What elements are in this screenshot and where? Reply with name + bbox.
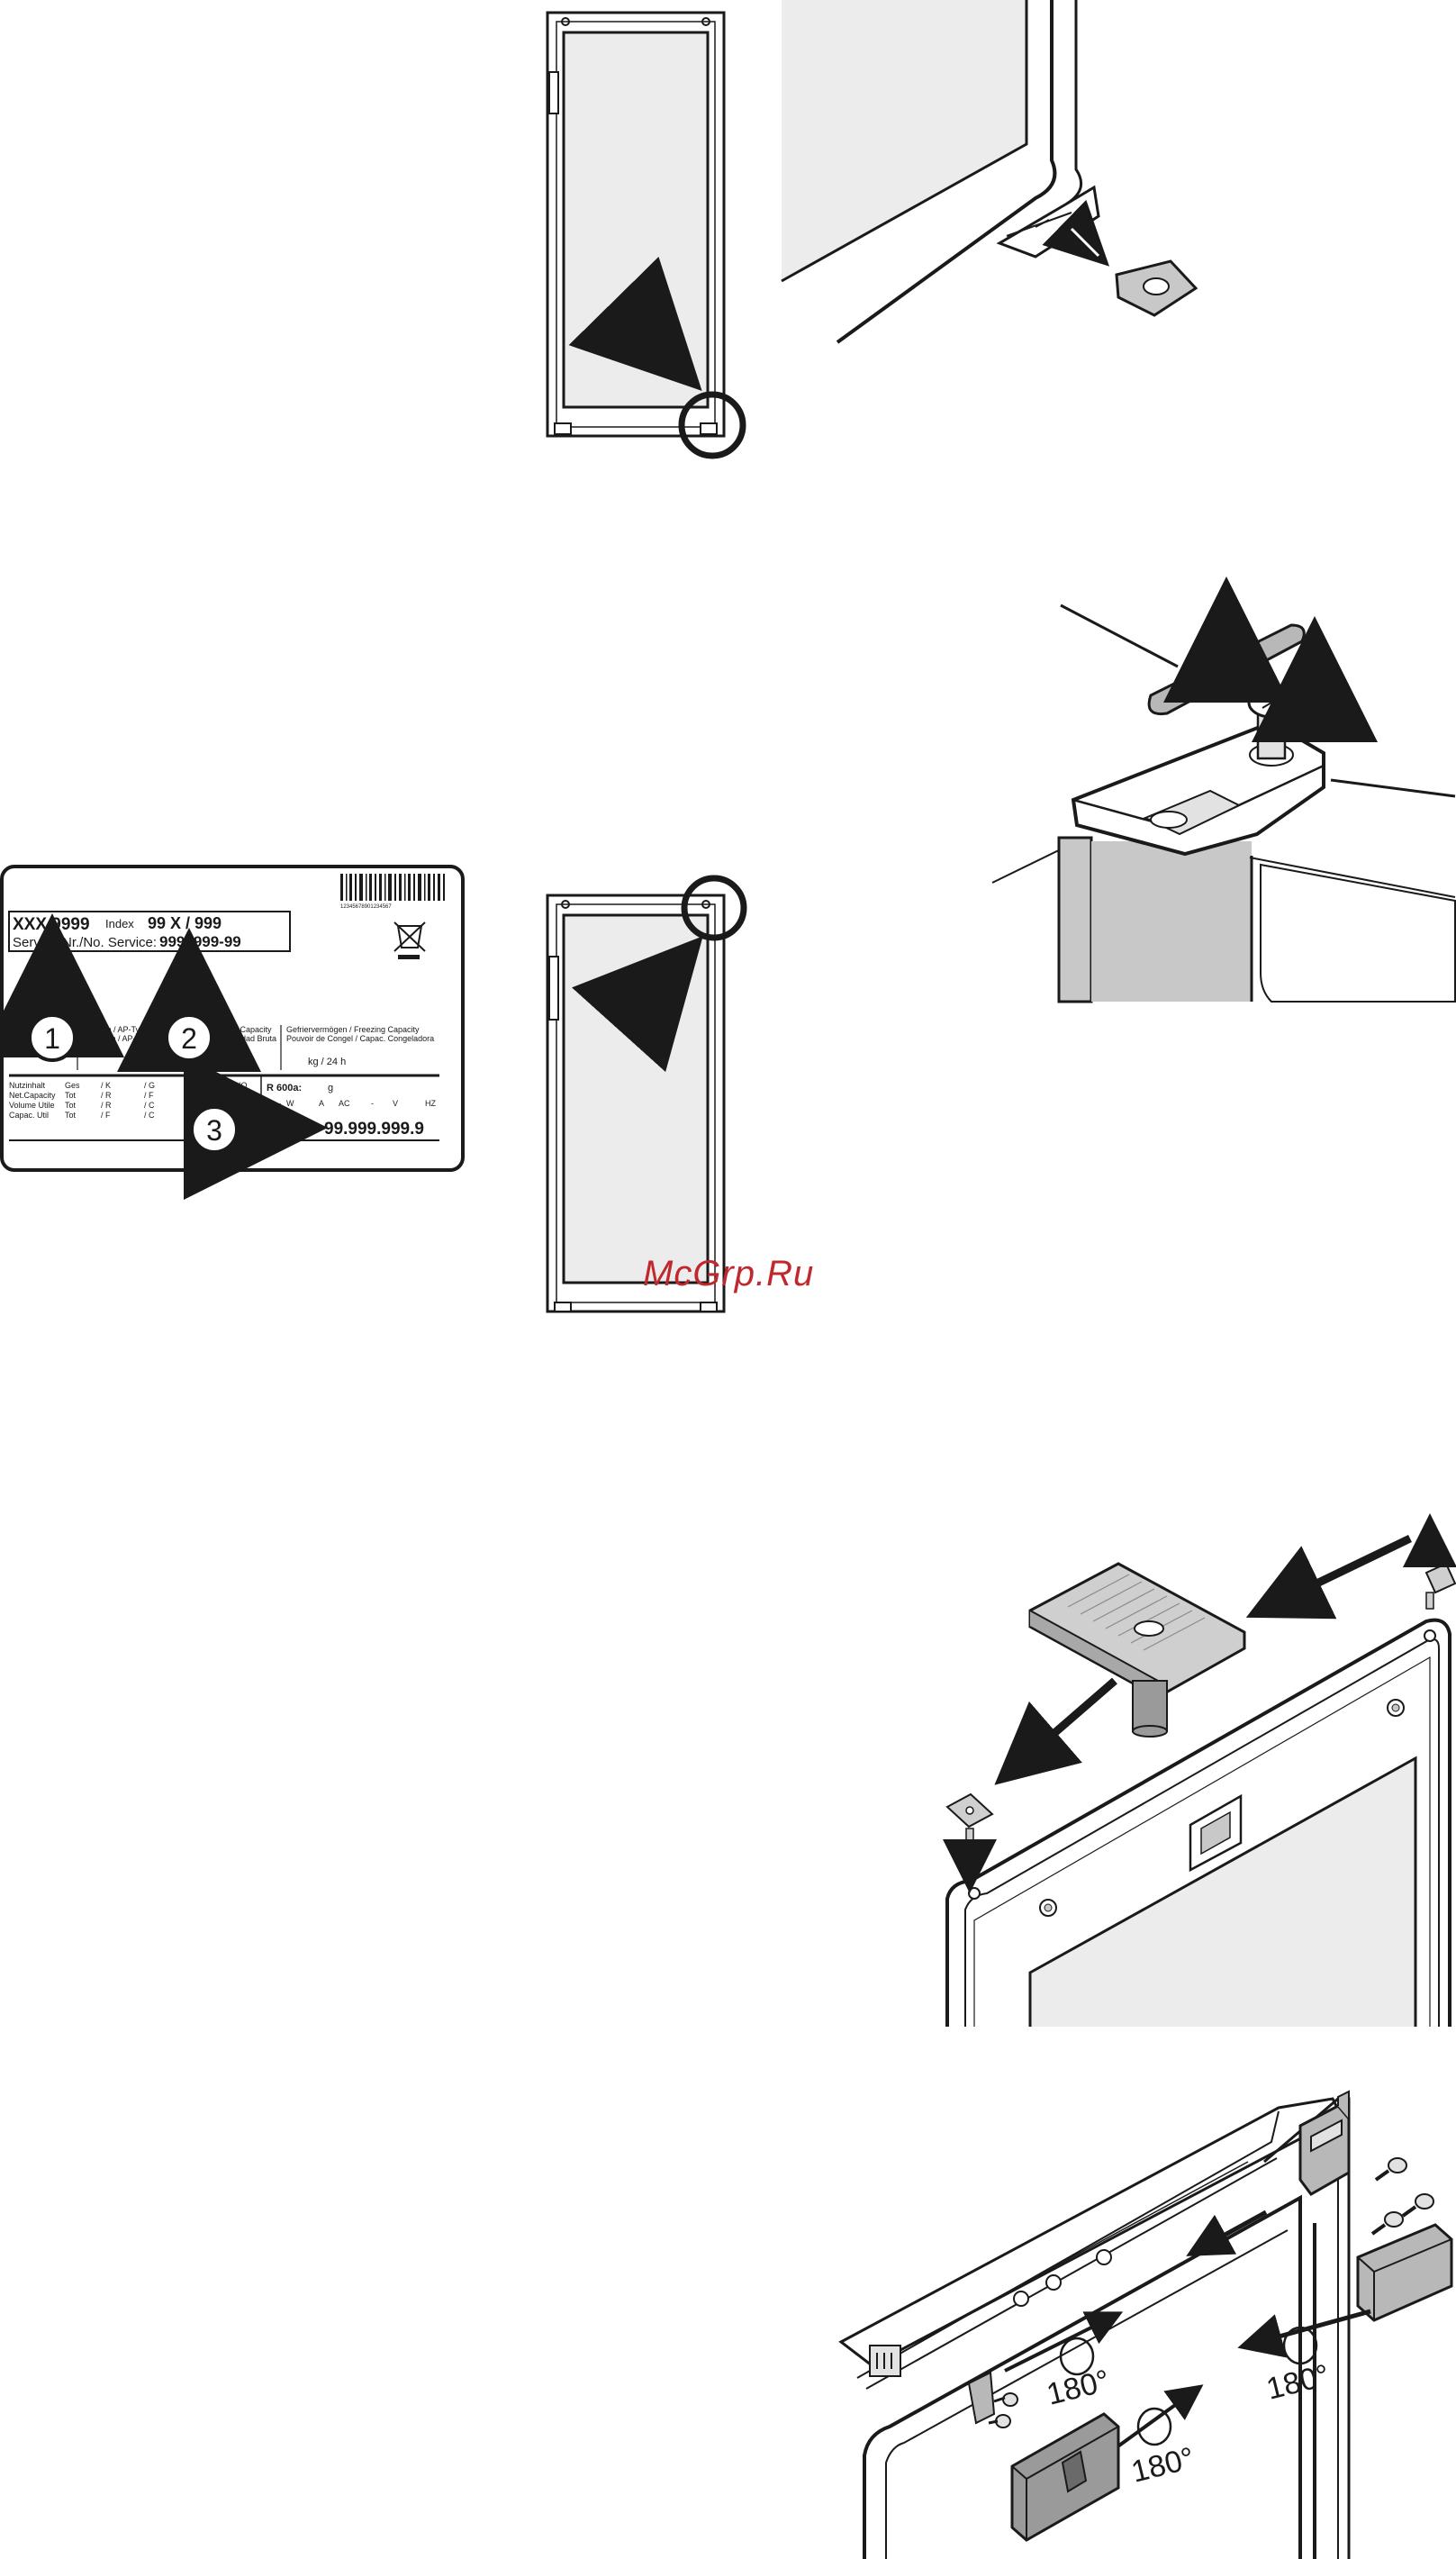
screw-icon — [1401, 2193, 1434, 2218]
top-cover-hinge-pins — [943, 1513, 1456, 2027]
watermark: McGrp.Ru — [643, 1254, 815, 1293]
svg-text:Ges: Ges — [65, 1081, 80, 1090]
svg-text:2: 2 — [181, 1022, 197, 1055]
svg-text:HZ: HZ — [425, 1099, 436, 1108]
callout-1: 1 — [28, 1013, 77, 1062]
svg-text:/ BIO: / BIO — [229, 1081, 248, 1090]
svg-text:Tot: Tot — [65, 1101, 77, 1110]
plate-kg24: kg / 24 h — [308, 1057, 346, 1067]
svg-text:/ C: / C — [185, 1101, 196, 1110]
plate-refrigerant-unit: g — [328, 1083, 333, 1093]
col-gross-capacity-2: Capacidad Bruta — [216, 1034, 276, 1043]
fridge-front-top-hinge — [546, 875, 747, 1313]
svg-text:3: 3 — [206, 1114, 222, 1147]
top-hinge-cover-removal — [991, 576, 1456, 1003]
hinge-pin-bracket — [967, 2371, 1018, 2428]
svg-text:W: W — [286, 1099, 294, 1108]
svg-text:/ BIO: / BIO — [229, 1101, 248, 1110]
plate-model: XXX 9999 — [13, 915, 90, 934]
svg-text:/ CE: / CE — [185, 1091, 202, 1100]
weee-bin-icon — [393, 921, 426, 959]
svg-text:-: - — [371, 1099, 374, 1108]
svg-text:/ C: / C — [144, 1101, 155, 1110]
svg-text:/ G: / G — [144, 1081, 155, 1090]
rating-plate: 12345678901234567 XXX 9999 Index 99 X / … — [0, 865, 465, 1200]
svg-text:Tot: Tot — [65, 1091, 77, 1100]
svg-text:Nutzinhalt: Nutzinhalt — [9, 1081, 46, 1090]
rotation-label-c: 180° — [1128, 2441, 1198, 2490]
svg-text:Tot: Tot — [65, 1111, 77, 1120]
svg-text:/ R: / R — [101, 1101, 112, 1110]
plate-service-label: Service-Nr./No. Service: — [13, 935, 157, 950]
svg-text:/ KE: / KE — [185, 1081, 201, 1090]
svg-text:/ BIO: / BIO — [229, 1091, 248, 1100]
svg-text:/ C: / C — [144, 1111, 155, 1120]
svg-text:1: 1 — [44, 1022, 60, 1055]
svg-text:/ F: / F — [101, 1111, 111, 1120]
plate-index-label: Index — [105, 917, 134, 930]
rotation-label-a: 180° — [1044, 2364, 1113, 2412]
col-klasse-2: Class — [9, 1034, 30, 1043]
col-gross-capacity: Gross Capacity — [216, 1025, 272, 1034]
plate-index-value: 99 X / 999 — [148, 914, 222, 932]
bottom-hinge-detail — [781, 0, 1198, 344]
barcode: 12345678901234567 — [340, 874, 445, 910]
svg-text:Capac. Util: Capac. Util — [9, 1111, 49, 1120]
hinge-block — [1010, 2412, 1120, 2542]
plate-service-value: 9999999-99 — [159, 933, 241, 950]
callout-2: 2 — [165, 1013, 213, 1062]
col-ap-type: AP-Typ / AP-Type — [85, 1025, 149, 1034]
plate-refrigerant: R 600a: — [267, 1083, 302, 1093]
screw-icon — [1374, 2157, 1407, 2182]
svg-text:/ K: / K — [101, 1081, 111, 1090]
hinge-transfer-rotation: 180° 180° 180° — [838, 2090, 1453, 2559]
rotation-label-b: 180° — [1263, 2358, 1333, 2407]
col-freezing-capacity-2: Pouvoir de Congel / Capac. Congeladora — [286, 1034, 434, 1043]
fridge-front-bottom-hinge — [546, 11, 746, 459]
svg-text:Volume Utile: Volume Utile — [9, 1101, 55, 1110]
barcode-digits: 12345678901234567 — [340, 904, 392, 910]
col-ap-type-2: AP-Type / AP-Tipo — [85, 1034, 151, 1043]
svg-text:/ R: / R — [101, 1091, 112, 1100]
svg-text:A: A — [319, 1099, 324, 1108]
col-freezing-capacity: Gefriervermögen / Freezing Capacity — [286, 1025, 420, 1034]
svg-text:AC: AC — [339, 1099, 350, 1108]
screw-icon — [1370, 2211, 1404, 2236]
svg-text:V: V — [393, 1099, 398, 1108]
callout-3: 3 — [190, 1105, 239, 1154]
plate-serial: 99.999.999.9 — [324, 1120, 424, 1139]
svg-text:Net.Capacity: Net.Capacity — [9, 1091, 56, 1100]
svg-text:/ F: / F — [144, 1091, 154, 1100]
